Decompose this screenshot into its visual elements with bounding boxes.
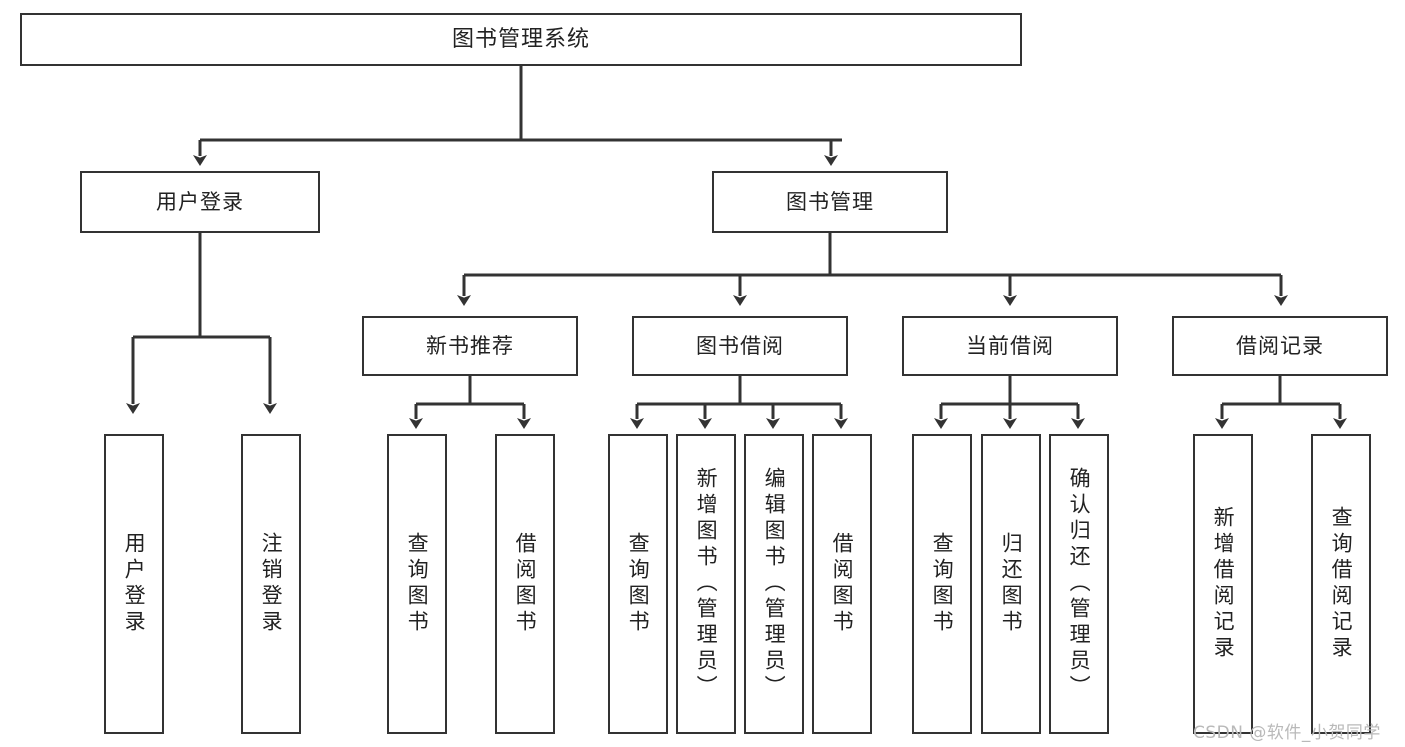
leaf-add-book-admin[interactable]: 新增图书（管理员） xyxy=(676,434,736,734)
leaf-return-book[interactable]: 归还图书 xyxy=(981,434,1041,734)
leaf-borrow-book-recommend[interactable]: 借阅图书 xyxy=(495,434,555,734)
node-label: 查询图书 xyxy=(626,532,651,636)
leaf-logout[interactable]: 注销登录 xyxy=(241,434,301,734)
node-label: 图书管理 xyxy=(786,189,874,214)
node-label: 注销登录 xyxy=(259,532,284,636)
node-label: 用户登录 xyxy=(156,189,244,214)
node-user-login[interactable]: 用户登录 xyxy=(80,171,320,233)
node-label: 编辑图书（管理员） xyxy=(762,467,787,701)
leaf-confirm-return-admin[interactable]: 确认归还（管理员） xyxy=(1049,434,1109,734)
node-root-system[interactable]: 图书管理系统 xyxy=(20,13,1022,66)
node-new-book-recommend[interactable]: 新书推荐 xyxy=(362,316,578,376)
node-label: 借阅图书 xyxy=(830,532,855,636)
node-label: 新增借阅记录 xyxy=(1211,506,1236,662)
leaf-query-book-borrow[interactable]: 查询图书 xyxy=(608,434,668,734)
node-label: 查询图书 xyxy=(405,532,430,636)
node-label: 归还图书 xyxy=(999,532,1024,636)
node-label: 用户登录 xyxy=(122,532,147,636)
leaf-borrow-book[interactable]: 借阅图书 xyxy=(812,434,872,734)
node-book-management[interactable]: 图书管理 xyxy=(712,171,948,233)
node-label: 图书管理系统 xyxy=(451,26,590,52)
node-label: 查询借阅记录 xyxy=(1329,506,1354,662)
leaf-edit-book-admin[interactable]: 编辑图书（管理员） xyxy=(744,434,804,734)
node-label: 借阅记录 xyxy=(1236,333,1324,358)
leaf-query-book-recommend[interactable]: 查询图书 xyxy=(387,434,447,734)
leaf-user-login[interactable]: 用户登录 xyxy=(104,434,164,734)
node-label: 当前借阅 xyxy=(966,333,1054,358)
csdn-watermark: CSDN @软件_小贺同学 xyxy=(1193,723,1381,743)
node-label: 确认归还（管理员） xyxy=(1067,467,1092,701)
node-label: 新增图书（管理员） xyxy=(694,467,719,701)
node-label: 图书借阅 xyxy=(696,333,784,358)
node-label: 借阅图书 xyxy=(513,532,538,636)
node-book-borrow[interactable]: 图书借阅 xyxy=(632,316,848,376)
leaf-query-book-current[interactable]: 查询图书 xyxy=(912,434,972,734)
leaf-add-borrow-record[interactable]: 新增借阅记录 xyxy=(1193,434,1253,734)
leaf-query-borrow-record[interactable]: 查询借阅记录 xyxy=(1311,434,1371,734)
node-label: 查询图书 xyxy=(930,532,955,636)
node-borrow-records[interactable]: 借阅记录 xyxy=(1172,316,1388,376)
node-label: 新书推荐 xyxy=(426,333,514,358)
node-current-borrow[interactable]: 当前借阅 xyxy=(902,316,1118,376)
